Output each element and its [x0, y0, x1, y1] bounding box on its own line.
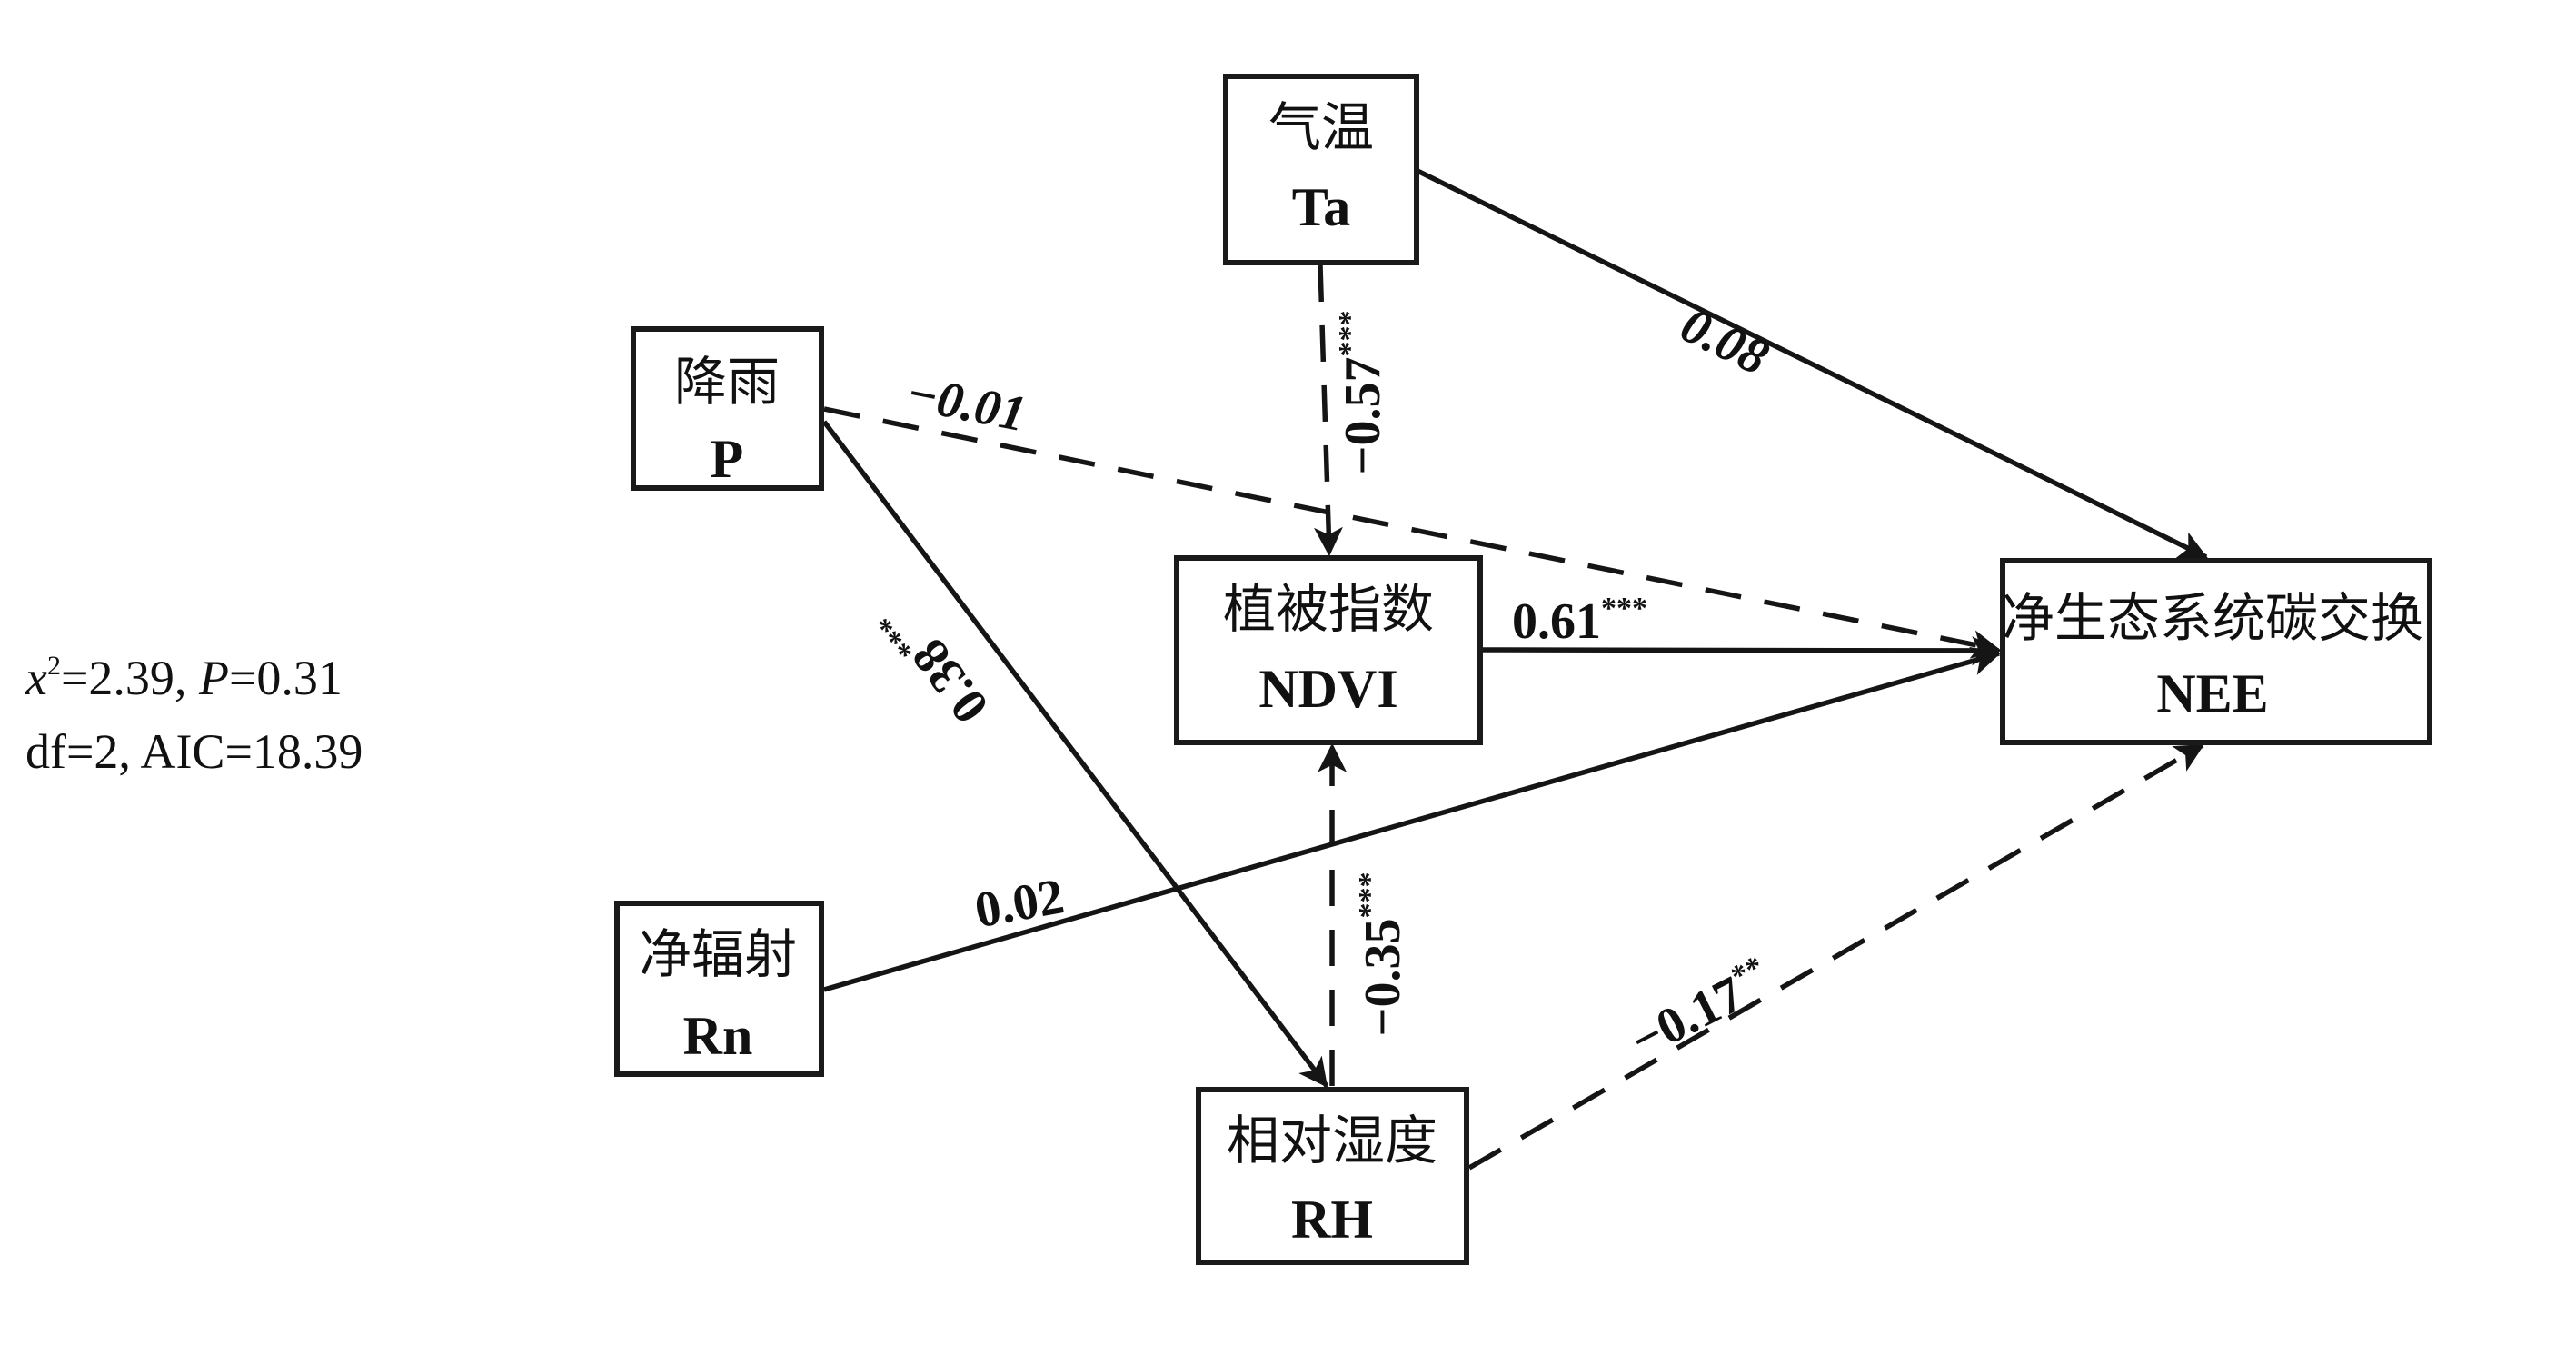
label-ta-ndvi: −0.57***: [1333, 311, 1391, 475]
node-rn-en: Rn: [683, 1006, 753, 1066]
node-nee-cn: 净生态系统碳交换: [2002, 587, 2423, 649]
node-rh-en: RH: [1291, 1190, 1373, 1250]
node-p: 降雨 P: [631, 326, 824, 491]
label-rh-nee: −0.17**: [1621, 950, 1780, 1069]
node-nee-en: NEE: [2156, 663, 2268, 723]
node-ta-en: Ta: [1292, 177, 1351, 237]
node-p-en: P: [711, 429, 744, 489]
label-rh-ndvi: −0.35***: [1353, 872, 1411, 1037]
fit-stats-line1: x2=2.39, P=0.31: [25, 651, 343, 705]
label-ta-nee: 0.08: [1672, 296, 1776, 386]
node-ta-cn: 气温: [1268, 96, 1374, 158]
p-value: =0.31: [228, 651, 343, 705]
node-ndvi: 植被指数 NDVI: [1174, 555, 1483, 745]
edge-p-rh: [821, 420, 1329, 1088]
node-rn-cn: 净辐射: [639, 923, 797, 985]
chi-exponent: 2: [46, 651, 61, 681]
node-ta: 气温 Ta: [1223, 74, 1419, 265]
node-ndvi-cn: 植被指数: [1223, 578, 1434, 640]
node-rh-cn: 相对湿度: [1227, 1110, 1437, 1171]
node-nee: 净生态系统碳交换 NEE: [2000, 558, 2432, 745]
label-rn-nee: 0.02: [970, 868, 1068, 939]
edge-ndvi-nee: [1482, 636, 2002, 666]
node-ndvi-en: NDVI: [1258, 659, 1397, 719]
node-rn: 净辐射 Rn: [614, 901, 824, 1077]
edge-ta-ndvi: [1313, 264, 1343, 557]
chi-value: =2.39,: [60, 651, 199, 705]
edge-ta-nee: [1416, 168, 2208, 560]
fit-stats-line2: df=2, AIC=18.39: [25, 727, 363, 776]
edge-rh-nee: [1467, 742, 2204, 1171]
edge-p-nee: [823, 406, 2002, 659]
edge-rn-nee: [823, 646, 2002, 992]
p-symbol: P: [198, 651, 229, 705]
label-p-rh: 0.38***: [871, 592, 1000, 735]
label-p-nee: −0.01: [902, 364, 1030, 443]
chi-symbol: x: [25, 651, 47, 705]
label-ndvi-nee: 0.61***: [1512, 592, 1647, 650]
node-p-cn: 降雨: [674, 351, 780, 413]
edges: [821, 168, 2208, 1171]
node-rh: 相对湿度 RH: [1196, 1087, 1469, 1265]
df-aic: df=2, AIC=18.39: [25, 724, 363, 779]
